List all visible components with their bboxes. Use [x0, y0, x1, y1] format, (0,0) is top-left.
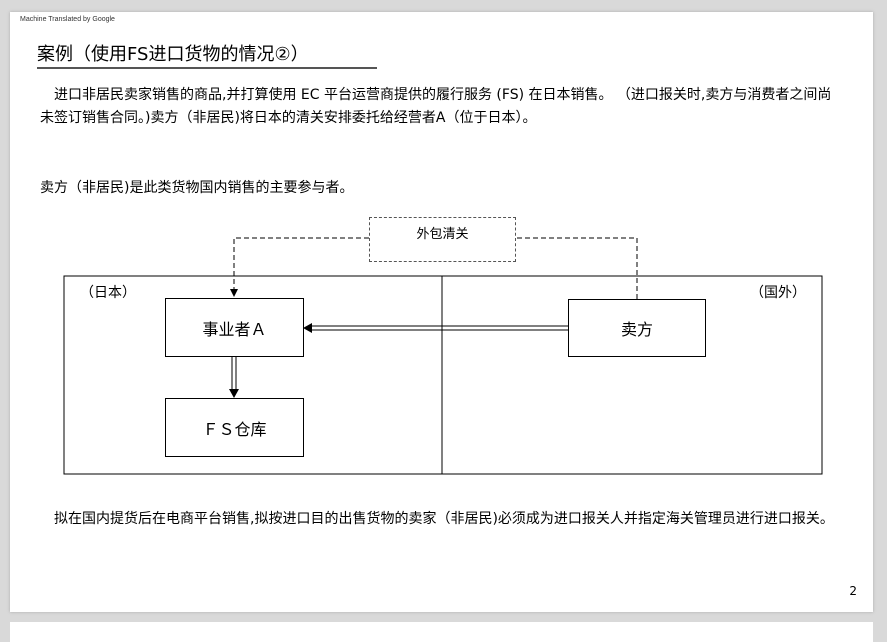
- page-title: 案例（使用FS进口货物的情况②）: [37, 40, 377, 69]
- paragraph-2: 卖方（非居民)是此类货物国内销售的主要参与者。: [40, 180, 354, 196]
- arrow-head-left: [303, 323, 312, 333]
- seller-box: 卖方: [568, 299, 706, 357]
- fs-warehouse-box: ＦＳ仓库: [165, 398, 304, 457]
- paragraph-1: 进口非居民卖家销售的商品,并打算使用 EC 平台运营商提供的履行服务 (FS) …: [40, 87, 832, 126]
- overseas-label: （国外）: [750, 285, 806, 301]
- paragraph-3: 拟在国内提货后在电商平台销售,拟按进口目的出售货物的卖家（非居民)必须成为进口报…: [40, 511, 834, 527]
- machine-translated-label: Machine Translated by Google: [20, 16, 115, 23]
- next-page: [10, 622, 873, 642]
- japan-label: （日本）: [80, 285, 136, 301]
- dashed-link-right: [517, 237, 638, 299]
- operator-a-box: 事业者Ａ: [165, 298, 304, 357]
- diagram-lines: [63, 237, 823, 475]
- arrow-head-down: [229, 389, 239, 398]
- diagram-frame: [63, 275, 823, 475]
- page-number: 2: [849, 584, 857, 598]
- outsource-customs-box: 外包清关: [369, 217, 516, 262]
- document-page: Machine Translated by Google 案例（使用FS进口货物…: [10, 12, 873, 612]
- dashed-link-left: [230, 237, 369, 297]
